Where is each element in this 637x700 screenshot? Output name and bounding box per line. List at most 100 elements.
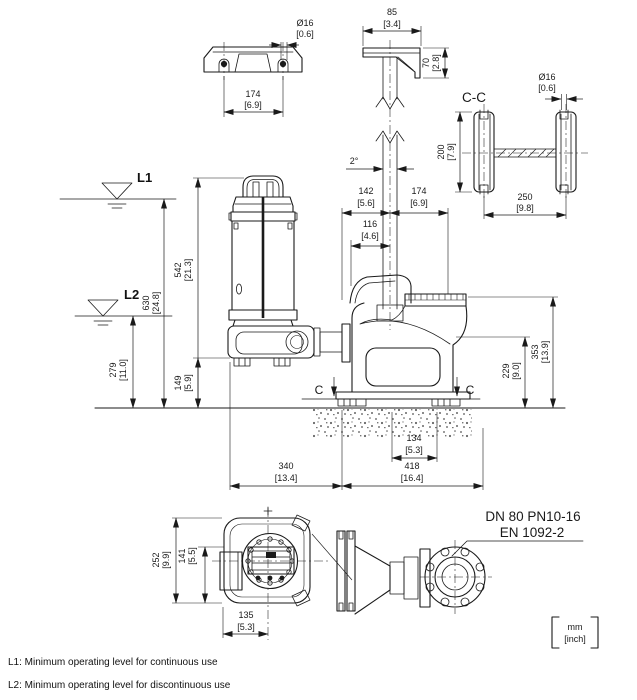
pipe-angle-label: 2° [350,156,359,166]
pump-body-clips [233,222,293,230]
pedestal-feet [337,398,461,407]
pump-handle-inner [246,179,280,198]
flange-spec-text: DN 80 PN10-16 [485,509,580,524]
plan-dot-2 [267,575,273,581]
plan-dot-3 [279,575,285,581]
dim-bracket-hole-mm: Ø16 [296,18,313,28]
flange-spec-callout: DN 80 PN10-16 EN 1092-2 [451,509,584,557]
section-cut-markers: C C [301,377,481,400]
dim-outlet-c-in: [9.0] [511,362,521,380]
l1-level-strokes [107,203,127,209]
plan-flange-centerlines [420,540,492,614]
plan-dim-extensions [172,517,224,638]
concrete-pad [313,409,472,438]
elevation-view: L1 L2 [59,170,566,490]
pump-band-tabs [228,212,298,221]
plan-volute-inner [229,523,305,598]
dim-rail-claw-mm: 116 [363,219,377,229]
dim-plan-depth-in: [9.9] [161,551,171,569]
footnote-l2: L2: Minimum operating level for disconti… [8,680,231,691]
dim-rail-right-in: [6.9] [410,198,428,208]
plan-cable-box [219,551,243,591]
dim-floor-right-in: [16.4] [401,473,424,483]
plan-shaft-2 [403,556,419,600]
dim-pump-h-mm: 542 [173,262,183,277]
l2-label: L2 [124,287,139,302]
claw-flange [341,323,351,363]
units-imperial: [inch] [564,634,586,644]
cut-label-left: C [315,383,324,397]
plan-center-tick [263,506,273,516]
dim-floor-right-mm: 418 [404,461,419,471]
dim-floor-left-in: [13.4] [275,473,298,483]
l1-label: L1 [137,170,152,185]
dim-cc-h-mm: 200 [436,144,446,159]
cc-right-flange-lines [560,113,572,191]
dim-rail-right-mm: 174 [411,186,426,196]
bolt-span-extensions [391,412,438,462]
dim-cc-w-mm: 250 [517,192,532,202]
footnote-l1: L1: Minimum operating level for continuo… [8,657,218,668]
pedestal-right-side [452,305,468,393]
plan-dimensions: 252 [9.9] 141 [5.5] 135 [5.3] [151,517,269,638]
dim-lvl-l1-mm: 630 [141,295,151,310]
cc-centerlines [462,104,588,200]
plan-volute-lugs [291,514,311,607]
dim-lvl-l2-in: [11.0] [118,359,128,381]
bracket-inner-lines [212,51,294,73]
plan-centerlines [212,508,330,640]
pedestal-throat [359,305,451,345]
units-legend: mm [inch] [551,616,599,649]
plan-volute-outline [223,517,311,604]
elevation-dimensions: 630 [24.8] 542 [21.3] 149 [5.9] 279 [11.… [108,177,558,490]
units-brackets [551,616,599,649]
plan-view: DN 80 PN10-16 EN 1092-2 252 [9.9] 141 [5… [151,506,584,640]
dim-bolt-span-mm: 134 [406,433,421,443]
outlet-dim-extensions [456,296,558,338]
l2-level-triangle [87,299,119,317]
plan-motor-block [247,546,295,575]
pump-outlet-port [285,330,309,354]
plan-claw-notches [338,530,354,612]
dim-plan-off-in: [5.3] [237,622,255,632]
plan-dot-1 [255,575,261,581]
plan-claw-flange-2 [346,530,356,612]
dim-cc-h-in: [7.9] [446,143,456,161]
dim-cc-w-in: [9.8] [516,203,534,213]
dim-plan-depth-mm: 252 [151,552,161,567]
dim-pump-h-in: [21.3] [183,259,193,282]
dim-lvl-l1-in: [24.8] [151,292,161,315]
dim-outlet-top-in: [13.9] [540,341,550,364]
pump-elevation [227,175,343,367]
wall-bracket-view: 85 [3.4] 70 [2.8] [362,7,449,79]
cut-label-right: C [466,383,475,397]
claw-top [349,274,412,304]
pump-handle [242,175,284,198]
dim-inlet-h-mm: 149 [173,375,183,390]
dim-plan-half-in: [5.5] [187,547,197,565]
l1-level-triangle [101,182,133,200]
dim-bracket-hole-in: [0.6] [296,29,314,39]
floor-dim-extensions [229,362,484,490]
plan-motor-block-mark [266,552,276,558]
dim-outlet-c-mm: 229 [501,363,511,378]
dim-wall-w-in: [3.4] [383,19,401,29]
section-cc-view: C-C 200 [7.9] 250 [9.8] Ø16 [0.6] [436,72,588,219]
plan-flange-bar [419,548,431,608]
flange-leader-line [451,540,584,557]
level-l2: L2 [74,287,173,326]
plan-claw-flange-1 [336,530,346,612]
footnotes: L1: Minimum operating level for continuo… [8,657,231,691]
discharge-flange-bolts [405,294,466,301]
plan-claw-assembly [336,530,431,615]
pedestal-elevation [335,274,471,407]
dim-rail-left-in: [5.6] [357,198,375,208]
level-l1: L1 [59,170,177,209]
dim-outlet-top-mm: 353 [530,344,540,359]
dim-bracket-w-in: [6.9] [244,100,262,110]
units-metric: mm [568,622,583,632]
l2-level-strokes [93,320,113,326]
dim-rail-left-mm: 142 [358,186,373,196]
